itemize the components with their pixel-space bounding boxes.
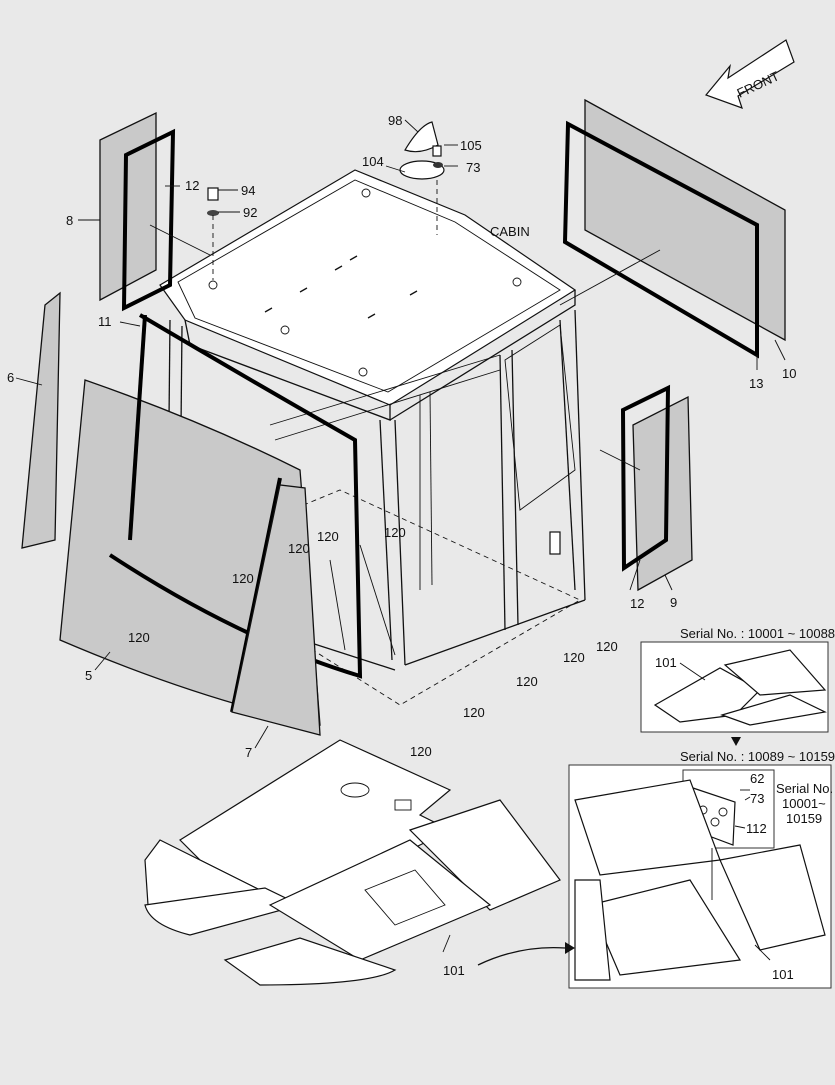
callout-104: 104 xyxy=(362,154,384,169)
callout-120-2: 120 xyxy=(317,529,339,544)
callout-10: 10 xyxy=(782,366,796,381)
antenna-assembly xyxy=(399,121,445,235)
callout-92: 92 xyxy=(243,205,257,220)
callout-7: 7 xyxy=(245,745,252,760)
callout-8: 8 xyxy=(66,213,73,228)
down-arrow-icon xyxy=(731,737,741,746)
callout-13: 13 xyxy=(749,376,763,391)
pointer-arrow xyxy=(477,946,566,966)
inset2-sub-serial-1: Serial No. xyxy=(776,781,833,796)
callout-11: 11 xyxy=(98,314,112,329)
callout-12-right: 12 xyxy=(630,596,644,611)
inset2-subpart-112: 112 xyxy=(746,821,767,836)
callout-94: 94 xyxy=(241,183,255,198)
cabin-frame xyxy=(159,169,586,706)
callout-73: 73 xyxy=(466,160,480,175)
callout-5: 5 xyxy=(85,668,92,683)
callout-6: 6 xyxy=(7,370,14,385)
callout-12-left: 12 xyxy=(185,178,199,193)
callout-120-1: 120 xyxy=(288,541,310,556)
window-10 xyxy=(562,98,786,359)
callout-120-5: 120 xyxy=(128,630,150,645)
inset2-part: 101 xyxy=(772,967,794,982)
callout-120-3: 120 xyxy=(384,525,406,540)
bolt-washer xyxy=(207,187,219,280)
inset-box-2 xyxy=(568,764,832,989)
front-arrow-icon: FRONT xyxy=(704,39,795,109)
callout-cabin: CABIN xyxy=(490,224,530,239)
callout-120-7: 120 xyxy=(563,650,585,665)
callout-labels: 98 105 104 73 94 92 12 8 11 6 5 7 13 10 … xyxy=(7,113,796,978)
inset2-subpart-73: 73 xyxy=(750,791,764,806)
inset2-sub-serial-3: 10159 xyxy=(786,811,822,826)
callout-9: 9 xyxy=(670,595,677,610)
callout-98: 98 xyxy=(388,113,402,128)
callout-120-10: 120 xyxy=(410,744,432,759)
windshield-5 xyxy=(59,313,363,736)
inset-box-1 xyxy=(640,641,829,733)
floor-mat-101 xyxy=(144,739,561,986)
window-9 xyxy=(620,384,693,592)
window-6 xyxy=(21,291,61,549)
window-8 xyxy=(99,111,176,312)
inset1-part: 101 xyxy=(655,655,677,670)
callout-120-6: 120 xyxy=(596,639,618,654)
inset2-subpart-62: 62 xyxy=(750,771,764,786)
inset1-serial: Serial No. : 10001 ~ 10088 xyxy=(680,626,835,641)
callout-101-main: 101 xyxy=(443,963,465,978)
inset2-sub-serial-2: 10001~ xyxy=(782,796,826,811)
callout-120-8: 120 xyxy=(516,674,538,689)
inset2-serial: Serial No. : 10089 ~ 10159 xyxy=(680,749,835,764)
callout-120-9: 120 xyxy=(463,705,485,720)
callout-105: 105 xyxy=(460,138,482,153)
callout-120-4: 120 xyxy=(232,571,254,586)
leader-lines xyxy=(15,119,786,961)
